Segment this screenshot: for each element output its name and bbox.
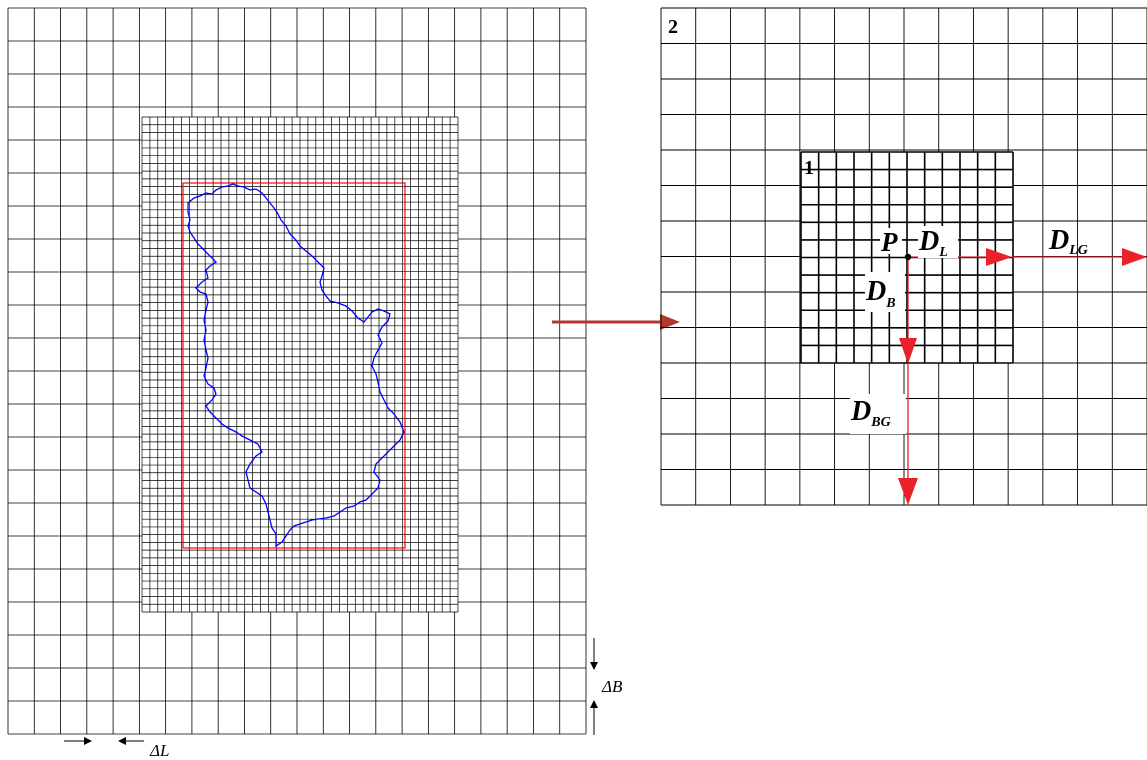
point-p-marker xyxy=(904,253,912,261)
right-grid-panel: 2 1 P DL DLG DB DBG xyxy=(660,7,1147,506)
fine-grid xyxy=(141,116,459,613)
delta-l-dimension: ΔL xyxy=(64,737,169,760)
delta-b-dimension: ΔB xyxy=(590,638,623,735)
outer-grid-label: 2 xyxy=(668,16,678,38)
connector-arrow xyxy=(552,314,680,330)
point-p-label: P xyxy=(880,227,898,257)
dl-label: DL xyxy=(918,226,948,260)
left-grid-panel: ΔB ΔL xyxy=(7,7,623,760)
dbg-arrow xyxy=(898,364,918,505)
dlg-arrow xyxy=(1012,248,1147,266)
dlg-label: DLG xyxy=(1048,225,1088,258)
region-bounding-box xyxy=(182,182,406,549)
inner-grid-label: 1 xyxy=(804,157,814,179)
delta-b-label: ΔB xyxy=(601,677,623,696)
country-border xyxy=(187,183,405,548)
db-label: DB xyxy=(865,276,896,311)
db-arrow xyxy=(899,257,917,364)
dbg-label: DBG xyxy=(850,396,891,430)
delta-l-label: ΔL xyxy=(149,741,169,760)
